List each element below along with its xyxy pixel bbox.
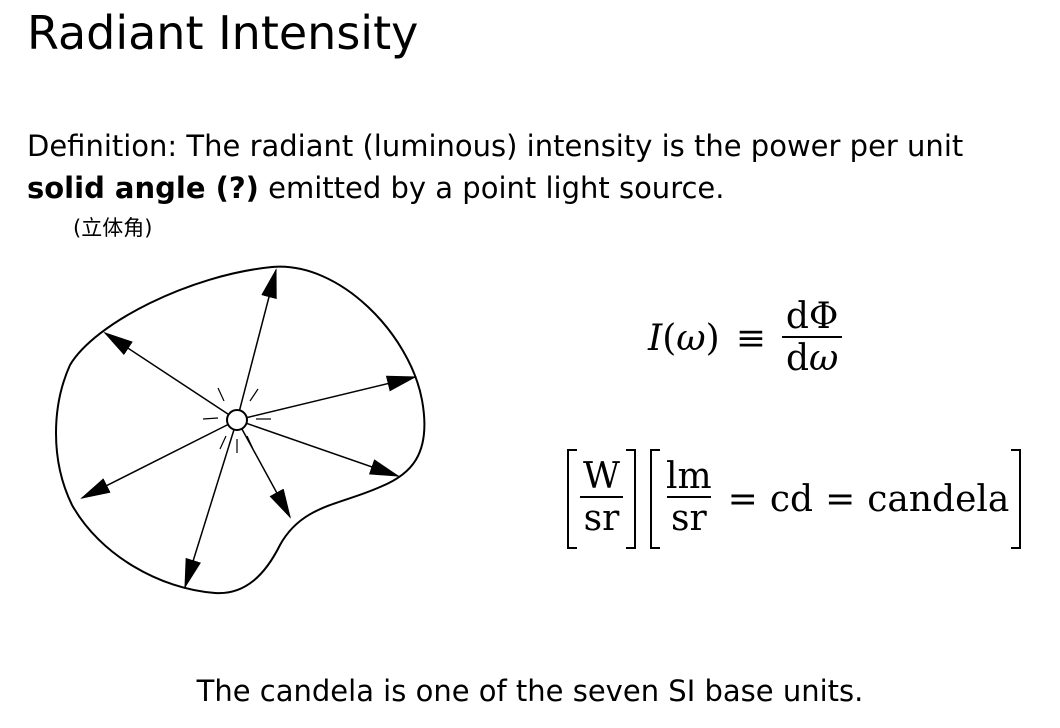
units-equation: W sr lm sr = cd = candela <box>565 449 1023 549</box>
unit-numerator: lm <box>666 456 712 498</box>
unit-denominator: sr <box>579 496 624 539</box>
solid-angle-chinese-note: (立体角) <box>73 216 153 240</box>
ray-arrow <box>236 268 277 421</box>
units-bracket-watts: W sr <box>565 449 638 549</box>
unit-numerator: W <box>583 456 621 498</box>
fraction-numerator: dΦ <box>785 296 839 337</box>
intensity-definition-equation: I(ω) ≡ dΦ dω <box>648 296 843 379</box>
footer-note: The candela is one of the seven SI base … <box>196 674 864 708</box>
light-glow-ticks <box>202 387 271 453</box>
ray-arrow <box>80 419 238 499</box>
ray-arrow <box>236 419 291 519</box>
definition-bold-term: solid angle (?) <box>27 171 259 205</box>
equals-sign: = <box>727 478 758 520</box>
equiv-symbol: ≡ <box>735 318 766 360</box>
ray-arrow <box>103 331 238 421</box>
definition-text: Definition: The radiant (luminous) inten… <box>27 125 1027 209</box>
ray-arrow <box>236 375 417 421</box>
equals-sign: = <box>825 478 856 520</box>
unit-denominator: sr <box>667 496 711 539</box>
definition-part-1: Definition: The radiant (luminous) inten… <box>27 129 964 163</box>
watts-per-steradian: W sr <box>579 458 624 539</box>
surface-boundary <box>55 265 426 595</box>
lumens-per-steradian: lm sr <box>662 458 716 539</box>
definition-part-2: emitted by a point light source. <box>258 171 725 205</box>
ray-arrow <box>184 419 238 589</box>
ray-arrow <box>236 419 400 477</box>
candela-name: candela <box>867 478 1010 520</box>
fraction-denominator: dω <box>781 335 843 379</box>
flux-fraction: dΦ dω <box>781 296 843 379</box>
units-bracket-lumens: lm sr = cd = candela <box>648 449 1023 549</box>
slide-title: Radiant Intensity <box>27 6 419 60</box>
point-source-diagram <box>55 265 426 595</box>
candela-symbol: cd <box>769 478 814 520</box>
point-light-source <box>226 409 248 431</box>
emission-rays <box>80 268 417 589</box>
intensity-symbol: I(ω) <box>648 318 720 360</box>
